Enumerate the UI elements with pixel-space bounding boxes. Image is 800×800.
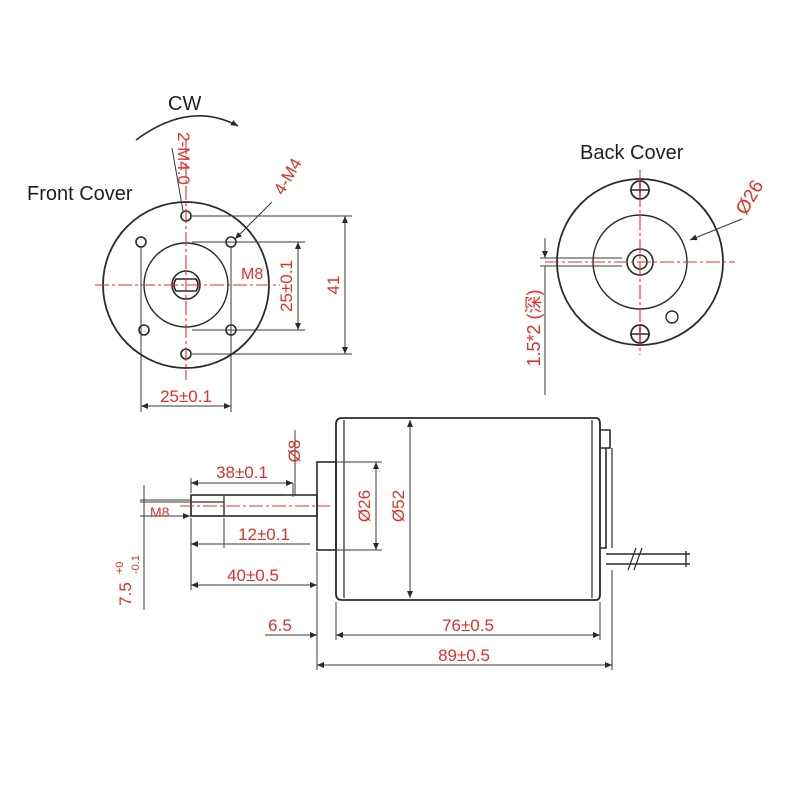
shaft-length: 38±0.1 bbox=[216, 463, 268, 482]
mount-hole-lower-left bbox=[138, 324, 150, 336]
flat-length: 12±0.1 bbox=[238, 525, 290, 544]
front-cover-view: CW Front Cover 2-M4.0 4-M4 M8 25±0.1 4 bbox=[27, 93, 352, 412]
body-diameter: Ø52 bbox=[389, 490, 408, 522]
hole-callout-side: 4-M4 bbox=[270, 155, 306, 198]
hole-callout-top: 2-M4.0 bbox=[174, 132, 193, 185]
front-cover-title: Front Cover bbox=[27, 183, 133, 205]
rotation-arrow-icon bbox=[135, 115, 239, 141]
horizontal-hole-spacing: 25±0.1 bbox=[160, 387, 212, 406]
boss-length: 6.5 bbox=[268, 616, 292, 635]
back-cover-step bbox=[600, 429, 611, 549]
leader-2-m4 bbox=[171, 147, 184, 212]
leader-4-m4 bbox=[234, 201, 273, 240]
flat-depth: 7.5 bbox=[116, 582, 135, 606]
leader-back-diameter bbox=[689, 218, 743, 241]
back-recess: 1.5*2 (深) bbox=[524, 289, 544, 366]
shaft-diameter: Ø8 bbox=[285, 440, 304, 463]
side-view: 38±0.1 Ø8 M8 12±0.1 40±0.5 7.5 +0 -0.1 Ø… bbox=[114, 417, 690, 670]
back-diameter: Ø26 bbox=[732, 177, 768, 219]
motor-body-outline bbox=[335, 417, 601, 601]
flat-tol-lower: -0.1 bbox=[130, 555, 142, 574]
body-length: 76±0.5 bbox=[442, 616, 494, 635]
flat-tol-upper: +0 bbox=[114, 561, 126, 574]
shaft-flat-section bbox=[190, 501, 225, 517]
back-vent-hole bbox=[665, 310, 679, 324]
thread-label: M8 bbox=[150, 504, 170, 520]
rotation-label: CW bbox=[168, 93, 201, 115]
back-cover-view: Back Cover Ø26 1.5*2 (深) bbox=[524, 142, 768, 395]
mount-hole-upper-left bbox=[135, 236, 147, 248]
overall-height: 41 bbox=[324, 276, 343, 295]
shaft-thread-label: M8 bbox=[241, 266, 263, 283]
shoulder-diameter: Ø26 bbox=[355, 490, 374, 522]
shaft-total: 40±0.5 bbox=[227, 566, 279, 585]
shaft-flat bbox=[173, 278, 199, 292]
vertical-hole-spacing: 25±0.1 bbox=[277, 260, 296, 312]
back-cover-title: Back Cover bbox=[580, 142, 684, 164]
total-length: 89±0.5 bbox=[438, 646, 490, 665]
